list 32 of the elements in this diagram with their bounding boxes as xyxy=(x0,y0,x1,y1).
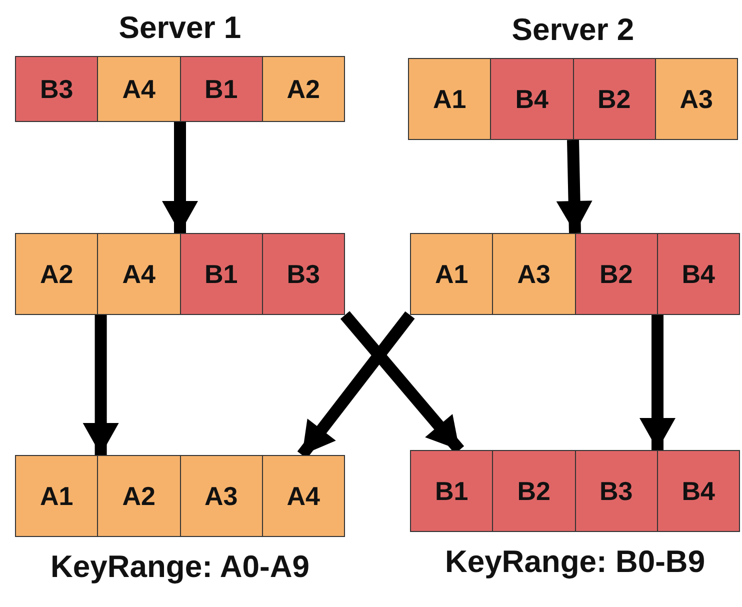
key-cell: B1 xyxy=(180,57,263,121)
key-cell: B1 xyxy=(180,234,263,314)
arrow xyxy=(640,315,676,450)
row-heading: KeyRange: B0-B9 xyxy=(444,544,706,580)
key-cell: A3 xyxy=(656,59,737,139)
key-cell: B4 xyxy=(491,59,574,139)
key-cell: A2 xyxy=(98,456,180,536)
key-cell: B2 xyxy=(576,234,658,314)
key-cell: B3 xyxy=(262,234,344,314)
key-cell: A4 xyxy=(98,234,180,314)
key-cell: A1 xyxy=(409,59,492,139)
key-cell: B2 xyxy=(493,451,576,531)
key-cell: A1 xyxy=(411,234,494,314)
key-cell: B4 xyxy=(658,234,739,314)
key-cell: B2 xyxy=(574,59,656,139)
key-cell: B1 xyxy=(411,451,494,531)
key-cell: A1 xyxy=(16,456,98,536)
row-heading: KeyRange: A0-A9 xyxy=(50,549,310,585)
key-cell: A3 xyxy=(493,234,576,314)
row-heading: Server 1 xyxy=(118,10,242,46)
key-cell: B3 xyxy=(576,451,658,531)
arrow xyxy=(556,140,592,234)
key-cell: B3 xyxy=(16,57,98,121)
key-cell: A3 xyxy=(180,456,263,536)
arrow xyxy=(82,315,119,455)
key-cell: A2 xyxy=(16,234,98,314)
arrow xyxy=(162,122,198,233)
row-heading: Server 2 xyxy=(510,12,636,48)
key-cell: A2 xyxy=(262,57,344,121)
key-cell: A4 xyxy=(98,57,180,121)
key-cell: A4 xyxy=(262,456,344,536)
key-cell: B4 xyxy=(658,451,739,531)
